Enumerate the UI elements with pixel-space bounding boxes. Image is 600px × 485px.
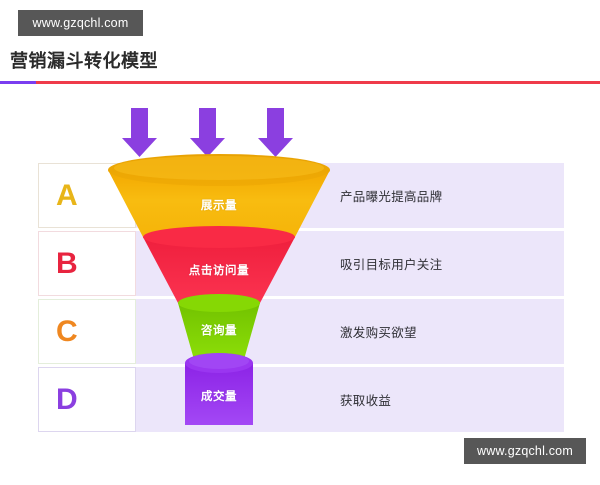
stage-row: A 产品曝光提高品牌	[0, 163, 600, 228]
stage-row: B 吸引目标用户关注	[0, 231, 600, 296]
inflow-arrow-2	[190, 108, 225, 157]
stage-description-b: 吸引目标用户关注	[340, 258, 443, 272]
funnel-stage-rows: A 产品曝光提高品牌 B 吸引目标用户关注 C 激发购买欲望 D 获取收益	[0, 163, 600, 435]
stage-description-panel-d[interactable]: 获取收益	[136, 367, 564, 432]
stage-description-a: 产品曝光提高品牌	[340, 190, 443, 204]
stage-row: C 激发购买欲望	[0, 299, 600, 364]
inflow-arrow-3	[258, 108, 293, 157]
divider-accent-segment	[0, 81, 36, 84]
stage-letter-a: A	[56, 178, 78, 212]
stage-letter-b: B	[56, 246, 78, 280]
watermark-bottom-text: www.gzqchl.com	[477, 444, 573, 458]
stage-description-d: 获取收益	[340, 394, 392, 408]
watermark-bottom: www.gzqchl.com	[464, 438, 586, 464]
stage-description-panel-b[interactable]: 吸引目标用户关注	[136, 231, 564, 296]
watermark-top: www.gzqchl.com	[18, 10, 143, 36]
stage-letter-card-a[interactable]: A	[38, 163, 136, 228]
stage-letter-c: C	[56, 314, 78, 348]
stage-description-panel-a[interactable]: 产品曝光提高品牌	[136, 163, 564, 228]
stage-letter-card-c[interactable]: C	[38, 299, 136, 364]
stage-letter-d: D	[56, 382, 78, 416]
divider-main-segment	[36, 81, 600, 84]
stage-description-c: 激发购买欲望	[340, 326, 417, 340]
inflow-arrow-1	[122, 108, 157, 157]
stage-letter-card-d[interactable]: D	[38, 367, 136, 432]
stage-letter-card-b[interactable]: B	[38, 231, 136, 296]
stage-description-panel-c[interactable]: 激发购买欲望	[136, 299, 564, 364]
page-title: 营销漏斗转化模型	[10, 51, 158, 71]
watermark-top-text: www.gzqchl.com	[32, 16, 129, 30]
header-divider	[0, 81, 600, 84]
stage-row: D 获取收益	[0, 367, 600, 432]
